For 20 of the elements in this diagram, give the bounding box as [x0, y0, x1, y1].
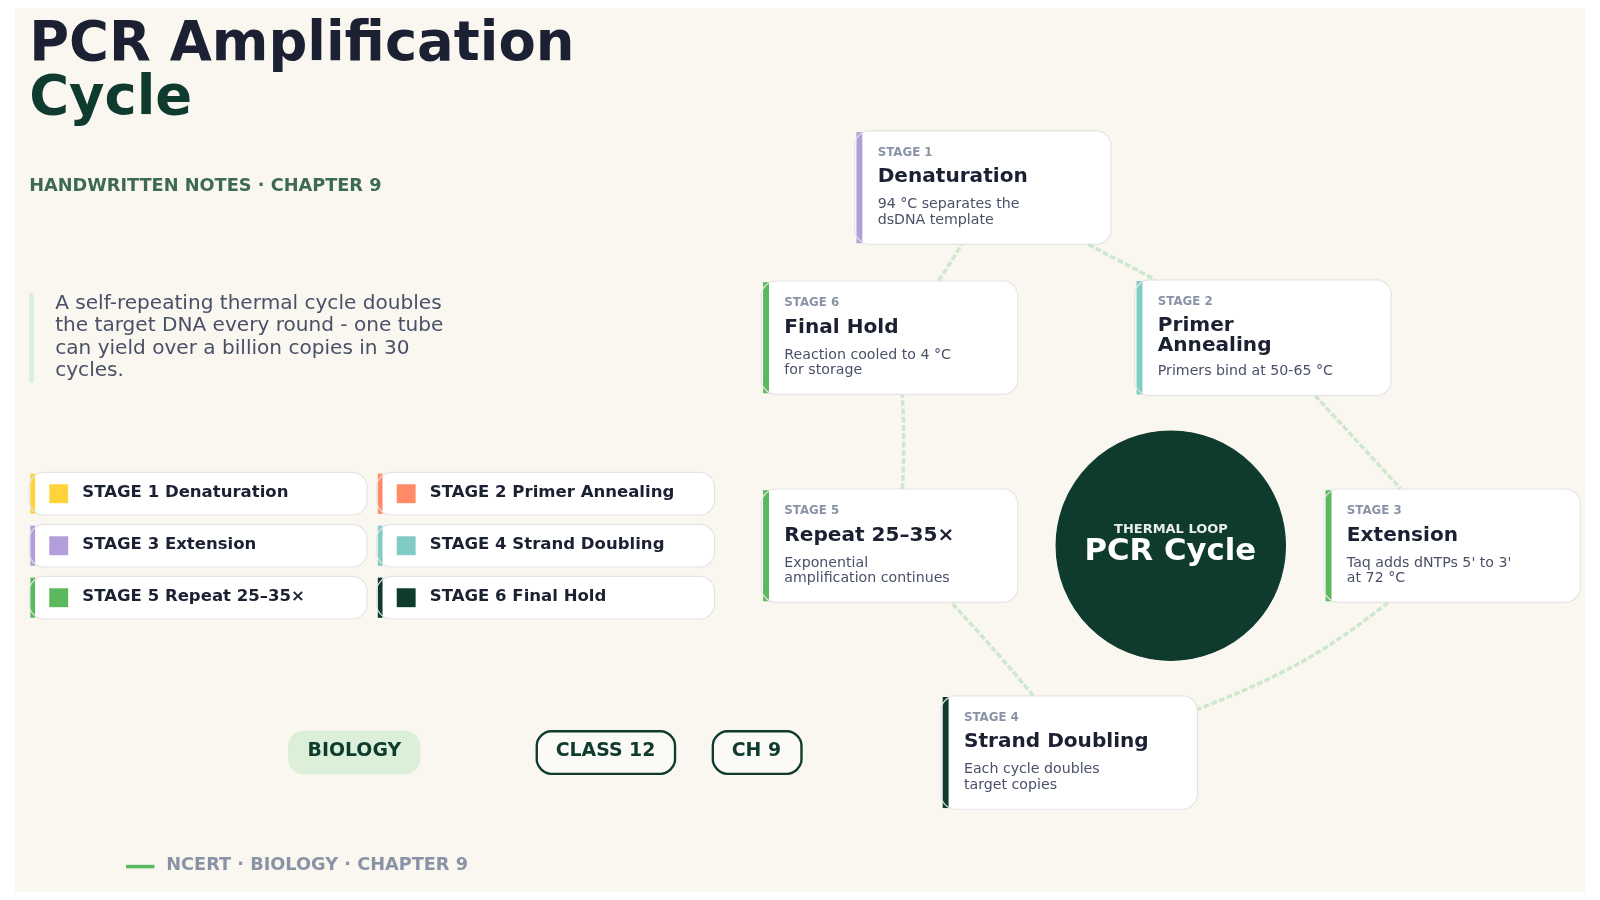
legend-label: STAGE 3 Extension: [82, 533, 257, 553]
connector: [1087, 242, 1157, 282]
node-circle: THERMAL LOOP PCR Cycle: [1055, 430, 1286, 661]
label: HANDWRITTEN NOTES · CHAPTER 9: [29, 175, 382, 196]
connector: [1196, 601, 1390, 711]
legend-label: STAGE 5 Repeat 25–35×: [82, 585, 305, 605]
legend-label: STAGE 4 Strand Doubling: [429, 533, 665, 553]
legend-label: STAGE 6 Final Hold: [429, 585, 607, 605]
node-box: BIOLOGY: [288, 730, 421, 775]
connector: [900, 394, 906, 489]
connector: [937, 243, 963, 282]
connector: [1313, 394, 1402, 490]
label: A self-repeating thermal cycle doubles the target DNA every round - one tube can yield over a billion copies in 30 cycles.: [55, 289, 444, 382]
legend-label: STAGE 1 Denaturation: [82, 481, 289, 501]
diagram-title: PCR Amplification Cycle: [29, 9, 575, 128]
node-box: CLASS 12: [535, 730, 677, 775]
connector: [950, 601, 1035, 697]
node-box: CH 9: [711, 730, 803, 775]
legend-label: STAGE 2 Primer Annealing: [429, 481, 675, 501]
label: NCERT · BIOLOGY · CHAPTER 9: [166, 853, 469, 874]
